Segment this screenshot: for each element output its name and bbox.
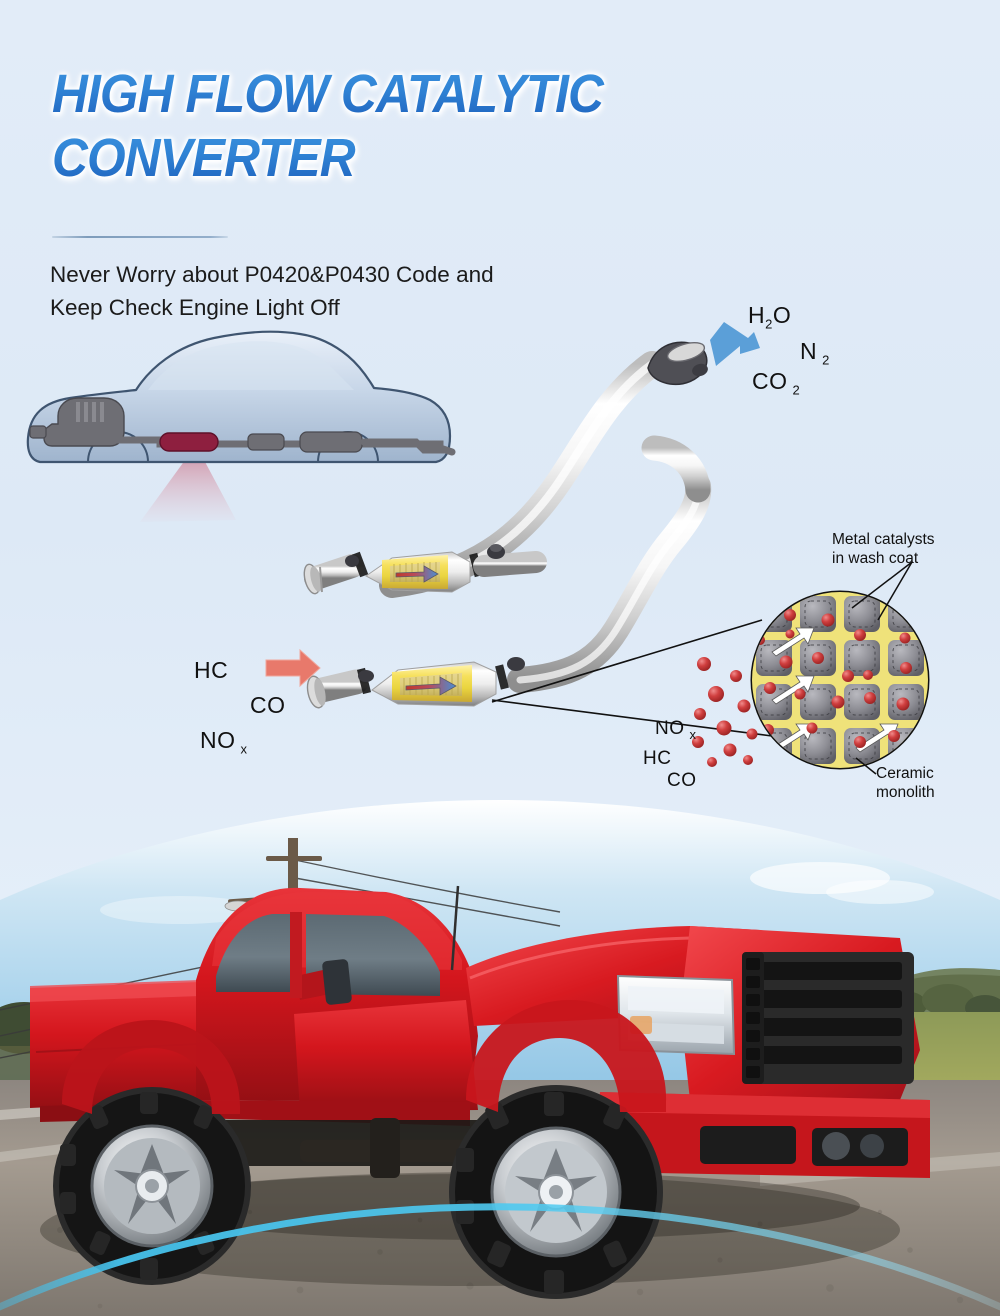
- exhaust-flange: [647, 341, 708, 386]
- callout-monolith-line-1: Ceramic: [876, 765, 934, 782]
- inlet-collar-upper: [303, 563, 323, 595]
- callout-ceramic-monolith: Ceramic monolith: [876, 764, 935, 802]
- truck-photo: [0, 800, 1000, 1316]
- gas-label-co-in: CO: [250, 692, 286, 718]
- gas-label-h2o: H2O: [748, 302, 792, 332]
- output-arrow-icon: [710, 322, 760, 366]
- callout-metal-catalysts: Metal catalysts in wash coat: [832, 530, 935, 568]
- rear-wheel: [53, 1087, 251, 1285]
- honeycomb-magnifier: [750, 561, 930, 775]
- front-wheel: [449, 1085, 663, 1299]
- truck-photo-container: [0, 800, 1000, 1316]
- subtitle: Never Worry about P0420&P0430 Code and K…: [50, 258, 690, 324]
- gas-label-hc-in: HC: [194, 657, 229, 683]
- inlet-collar-lower: [306, 675, 326, 709]
- escaping-particles: [692, 657, 758, 767]
- title-line-1: HIGH FLOW CATALYTIC: [52, 62, 696, 126]
- upper-converter-assembly: [303, 341, 708, 598]
- title-line-2: CONVERTER: [52, 126, 696, 190]
- car-schematic-icon: [26, 330, 456, 522]
- callout-monolith-line-2: monolith: [876, 784, 935, 801]
- callout-catalyst-line-1: Metal catalysts: [832, 531, 935, 548]
- gas-label-hc-out: HC: [643, 748, 672, 769]
- input-arrow-icon: [265, 648, 321, 688]
- page-title: HIGH FLOW CATALYTIC CONVERTER: [52, 62, 752, 190]
- gas-label-co-out: CO: [667, 770, 697, 791]
- callout-catalyst-line-2: in wash coat: [832, 550, 919, 567]
- title-divider: [52, 236, 228, 238]
- subtitle-line-1: Never Worry about P0420&P0430 Code and: [50, 262, 494, 287]
- lower-converter-assembly: [306, 435, 712, 709]
- subtitle-line-2: Keep Check Engine Light Off: [50, 295, 340, 320]
